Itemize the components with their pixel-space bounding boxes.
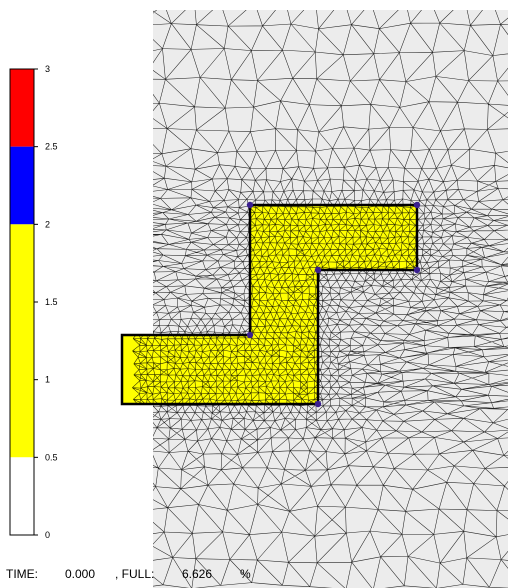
corner-node — [413, 201, 421, 209]
time-value: 0.000 — [65, 567, 96, 581]
mesh-edges — [129, 10, 508, 588]
corner-node — [413, 266, 421, 274]
percent-sign: % — [240, 567, 251, 581]
corner-node — [314, 400, 322, 408]
color-scale: 3 2.5 2 1.5 1 0.5 0 — [9, 64, 58, 540]
time-label: TIME: — [6, 567, 38, 581]
corner-node — [314, 266, 322, 274]
color-scale-bands — [10, 69, 34, 535]
corner-node — [246, 201, 254, 209]
corner-node — [246, 331, 254, 339]
color-scale-tick-label: 0 — [45, 530, 50, 540]
color-scale-band — [10, 69, 34, 147]
color-scale-tick-label: 2 — [45, 219, 50, 229]
color-scale-tick-label: 3 — [45, 64, 50, 74]
color-scale-band — [10, 224, 34, 458]
status-bar: TIME: 0.000 , FULL: 6.626 % — [0, 561, 508, 588]
mesh-background — [153, 10, 508, 588]
full-value: 6.626 — [182, 567, 213, 581]
color-scale-tick-label: 0.5 — [45, 452, 58, 462]
color-scale-band — [10, 146, 34, 225]
mesh-layer — [120, 10, 508, 588]
color-scale-band — [10, 457, 34, 535]
color-scale-tick-label: 2.5 — [45, 142, 58, 152]
color-scale-ticks: 3 2.5 2 1.5 1 0.5 0 — [34, 64, 58, 540]
color-scale-tick-label: 1 — [45, 375, 50, 385]
full-label: , FULL: — [115, 567, 155, 581]
color-scale-tick-label: 1.5 — [45, 297, 58, 307]
conductor-region — [122, 205, 417, 404]
